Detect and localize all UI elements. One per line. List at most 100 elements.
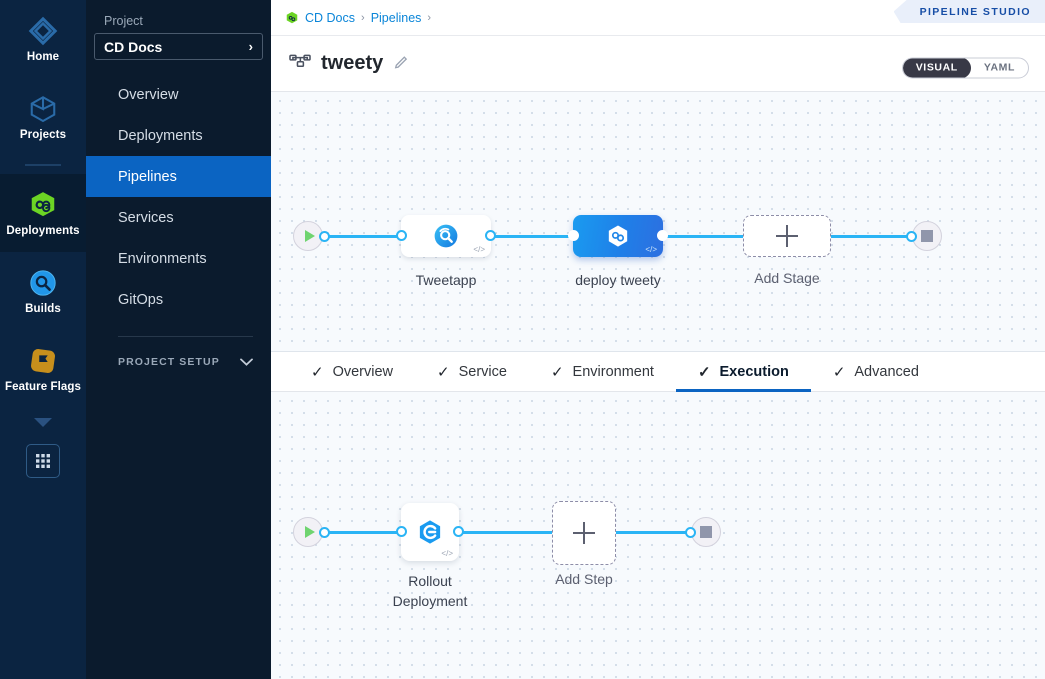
sidebar-item-environments[interactable]: Environments [86, 238, 271, 279]
rail-item-builds-label: Builds [25, 303, 61, 315]
execution-end-port[interactable] [685, 527, 696, 538]
step-node-rollout-deployment[interactable]: </> Rollout Deployment [401, 503, 459, 561]
home-diamond-icon [28, 16, 58, 46]
check-icon: ✓ [551, 363, 564, 381]
deployments-hexagon-icon [28, 190, 58, 220]
app-grid-button[interactable] [26, 444, 60, 478]
pencil-icon[interactable] [394, 54, 409, 74]
page-title: tweety [321, 52, 383, 75]
tab-pipeline-studio[interactable]: PIPELINE STUDIO [894, 0, 1045, 23]
check-icon: ✓ [698, 363, 711, 381]
stage-out-port-tweetapp[interactable] [485, 230, 496, 241]
stage-canvas[interactable]: </> Tweetapp </> [271, 92, 1045, 352]
sidebar-item-services-label: Services [118, 210, 174, 226]
project-label: Project [86, 14, 271, 33]
toggle-option-visual[interactable]: VISUAL [903, 57, 971, 78]
stop-icon [921, 230, 933, 242]
add-step-button[interactable] [552, 501, 616, 565]
rail-item-home[interactable]: Home [0, 0, 86, 78]
stage-out-port-deploy-tweety[interactable] [657, 230, 668, 241]
stage-node-tweetapp[interactable]: </> Tweetapp [401, 215, 491, 257]
plus-icon-v [583, 522, 585, 544]
breadcrumb-item-cd-docs[interactable]: CD Docs [305, 11, 355, 25]
rail-divider [25, 164, 61, 166]
execution-canvas[interactable]: </> Rollout Deployment Add Step [271, 392, 1045, 679]
rail-item-projects-label: Projects [20, 129, 66, 141]
pipeline-end-node[interactable] [912, 221, 942, 251]
connector-addstep-to-end [609, 531, 695, 534]
add-step-node[interactable]: Add Step [552, 501, 616, 565]
rail-item-builds[interactable]: Builds [0, 252, 86, 330]
add-stage-node[interactable]: Add Stage [743, 215, 831, 257]
stage-card-deploy-tweety[interactable]: </> [573, 215, 663, 257]
stage-in-port-deploy-tweety[interactable] [568, 230, 579, 241]
end-port[interactable] [906, 231, 917, 242]
project-selector[interactable]: CD Docs › [94, 33, 263, 60]
play-icon [305, 230, 315, 242]
add-step-label: Add Step [529, 571, 639, 587]
breadcrumb-separator: › [361, 12, 365, 24]
execution-start-port[interactable] [319, 527, 330, 538]
sidebar-section-label: PROJECT SETUP [118, 356, 220, 368]
chevron-right-icon: › [249, 39, 253, 54]
plus-icon-v [786, 225, 788, 247]
stage-label-tweetapp: Tweetapp [391, 272, 501, 288]
pipeline-start-node[interactable] [293, 221, 323, 251]
add-stage-label: Add Stage [732, 270, 842, 286]
sidebar-item-overview-label: Overview [118, 87, 178, 103]
step-code-badge-rollout: </> [441, 549, 453, 558]
stop-icon [700, 526, 712, 538]
k8s-rollout-icon [415, 517, 445, 547]
cube-icon [28, 94, 58, 124]
tab-environment-label: Environment [573, 364, 654, 380]
step-in-port-rollout[interactable] [396, 526, 407, 537]
execution-end-node[interactable] [691, 517, 721, 547]
builds-circle-icon [28, 268, 58, 298]
sidebar-item-pipelines-label: Pipelines [118, 169, 177, 185]
harness-cd-icon [285, 11, 299, 25]
chevron-down-icon [240, 358, 253, 366]
sidebar-item-gitops-label: GitOps [118, 292, 163, 308]
tab-overview[interactable]: ✓ Overview [289, 352, 415, 391]
sidebar-item-gitops[interactable]: GitOps [86, 279, 271, 320]
execution-start-node[interactable] [293, 517, 323, 547]
breadcrumb-bar: CD Docs › Pipelines › PIPELINE STUDIO [271, 0, 1045, 36]
step-out-port-rollout[interactable] [453, 526, 464, 537]
stage-in-port-tweetapp[interactable] [396, 230, 407, 241]
tab-environment[interactable]: ✓ Environment [529, 352, 676, 391]
tab-execution-label: Execution [720, 364, 789, 380]
toggle-option-yaml[interactable]: YAML [971, 57, 1028, 78]
tab-overview-label: Overview [333, 364, 393, 380]
tab-execution[interactable]: ✓ Execution [676, 352, 811, 391]
tab-advanced[interactable]: ✓ Advanced [811, 352, 941, 391]
stage-code-badge-deploy-tweety: </> [645, 245, 657, 254]
sidebar-item-deployments[interactable]: Deployments [86, 115, 271, 156]
sidebar-item-overview[interactable]: Overview [86, 74, 271, 115]
check-icon: ✓ [833, 363, 846, 381]
builds-circle-icon [433, 223, 459, 249]
step-card-rollout-deployment[interactable]: </> [401, 503, 459, 561]
rail-item-feature-flags[interactable]: Feature Flags [0, 330, 86, 408]
sidebar-nav-list: Overview Deployments Pipelines Services … [86, 74, 271, 320]
sidebar-item-pipelines[interactable]: Pipelines [86, 156, 271, 197]
rail-more-button[interactable] [32, 416, 54, 434]
start-port[interactable] [319, 231, 330, 242]
stage-card-tweetapp[interactable]: </> [401, 215, 491, 257]
add-stage-button[interactable] [743, 215, 831, 257]
check-icon: ✓ [437, 363, 450, 381]
sidebar-divider [118, 336, 253, 337]
check-icon: ✓ [311, 363, 324, 381]
visual-yaml-toggle[interactable]: VISUAL YAML [902, 57, 1029, 78]
breadcrumb: CD Docs › Pipelines › [305, 11, 431, 25]
sidebar-item-services[interactable]: Services [86, 197, 271, 238]
rail-item-deployments[interactable]: Deployments [0, 174, 86, 252]
tab-pipeline-studio-label: PIPELINE STUDIO [920, 6, 1031, 18]
breadcrumb-item-pipelines[interactable]: Pipelines [371, 11, 422, 25]
tab-service[interactable]: ✓ Service [415, 352, 529, 391]
pipeline-title-bar: tweety VISUAL YAML [271, 36, 1045, 92]
rail-filler [0, 478, 86, 679]
stage-node-deploy-tweety[interactable]: </> deploy tweety [573, 215, 663, 257]
pipeline-tree-icon [289, 54, 311, 74]
sidebar-section-project-setup[interactable]: PROJECT SETUP [86, 349, 271, 375]
rail-item-projects[interactable]: Projects [0, 78, 86, 156]
